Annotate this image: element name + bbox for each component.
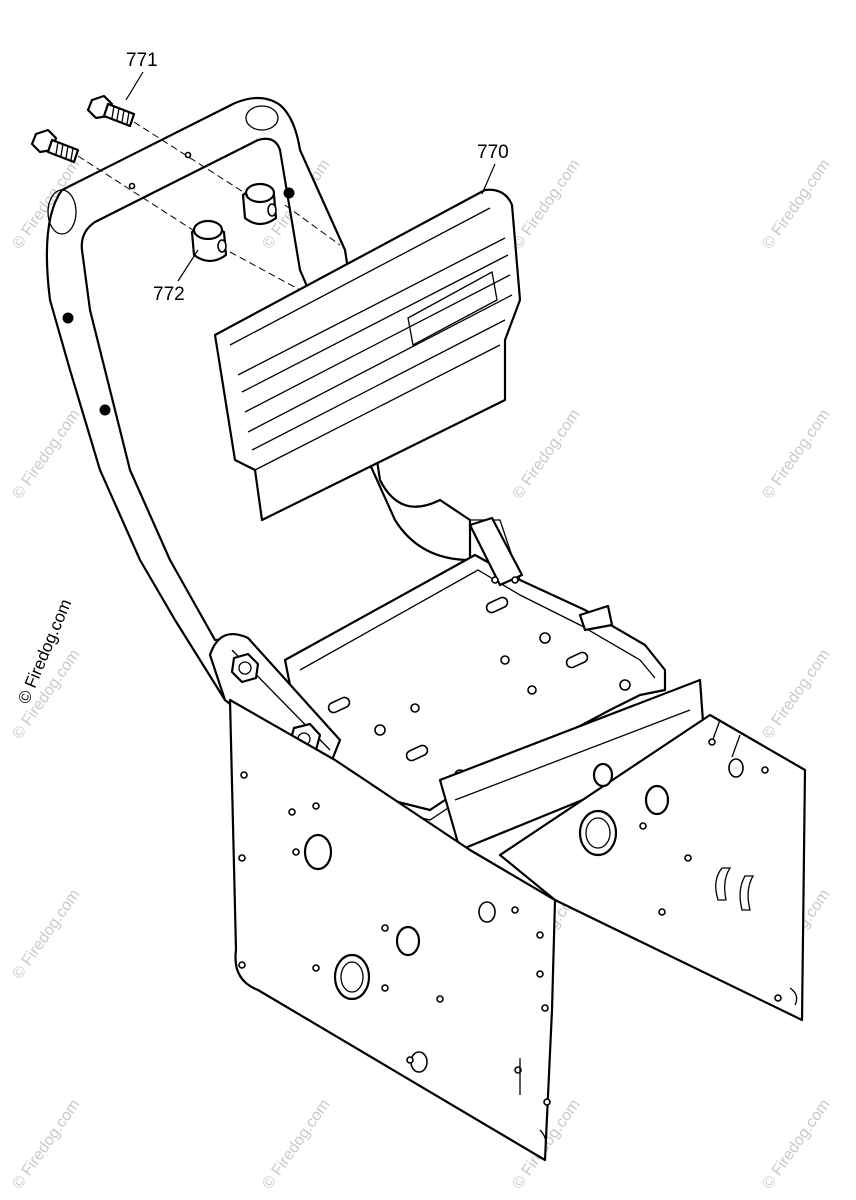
watermark-text: © Firedog.com	[9, 406, 83, 502]
spacer-pair	[190, 182, 278, 263]
watermark-text: © Firedog.com	[759, 406, 833, 502]
bolt-pair	[30, 94, 136, 164]
callout-772: 772	[153, 284, 185, 305]
watermark-text: © Firedog.com	[9, 886, 83, 982]
watermark-text: © Firedog.com	[9, 1096, 83, 1192]
watermark-text: © Firedog.com	[509, 406, 583, 502]
hinge-bracket	[208, 633, 342, 767]
callout-770: 770	[477, 142, 509, 163]
callout-771: 771	[126, 50, 158, 71]
callouts: 771 770 772	[125, 50, 509, 305]
assembly-lines	[77, 121, 341, 291]
seat-pan	[283, 516, 667, 821]
watermark-text: © Firedog.com	[509, 156, 583, 252]
watermark-text: © Firedog.com	[759, 1096, 833, 1192]
back-cushion	[213, 188, 522, 522]
base-plates	[228, 678, 807, 1162]
watermark-text: © Firedog.com	[259, 1096, 333, 1192]
watermark-text: © Firedog.com	[759, 646, 833, 742]
watermark-text: © Firedog.com	[759, 156, 833, 252]
